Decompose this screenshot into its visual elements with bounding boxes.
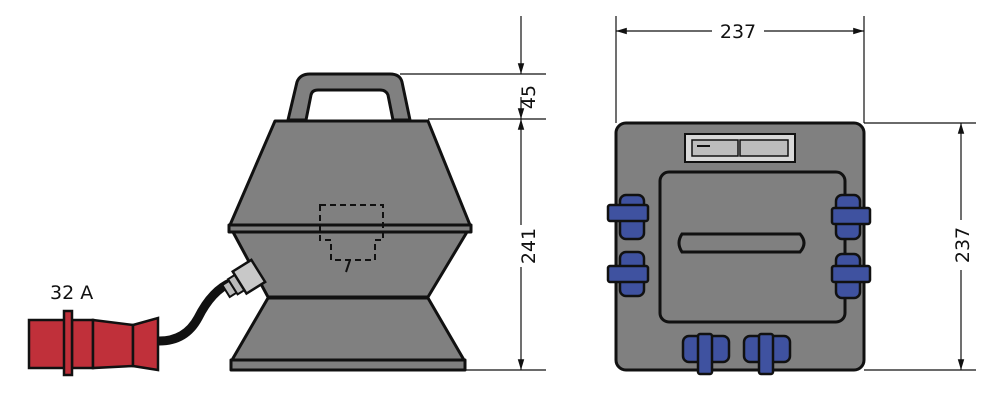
lid-grip <box>677 232 806 254</box>
dim-handle-height: 45 <box>518 85 540 109</box>
power-cable <box>156 277 234 346</box>
cable-gland <box>220 258 267 299</box>
socket-bottom-2 <box>742 332 792 376</box>
dim-body-height: 241 <box>518 228 540 264</box>
carry-handle <box>286 72 412 122</box>
side-view: 32 A <box>27 72 473 377</box>
dim-width: 237 <box>720 21 756 43</box>
cee-plug-32a <box>27 309 160 377</box>
housing-middle <box>231 230 469 299</box>
housing-base <box>229 296 467 372</box>
hidden-socket-outline <box>319 204 384 273</box>
plug-rating-label: 32 A <box>50 282 93 304</box>
indicator-panel <box>684 133 796 163</box>
dim-height: 237 <box>952 227 974 263</box>
socket-right-1 <box>830 193 872 241</box>
socket-right-2 <box>830 252 872 300</box>
front-view <box>606 121 872 376</box>
socket-left-1 <box>606 193 650 241</box>
front-dimensions: 237 237 <box>615 16 976 371</box>
socket-left-2 <box>606 250 650 298</box>
socket-bottom-1 <box>681 332 731 376</box>
housing-upper <box>227 119 473 234</box>
side-dimensions: 45 241 <box>400 16 546 371</box>
